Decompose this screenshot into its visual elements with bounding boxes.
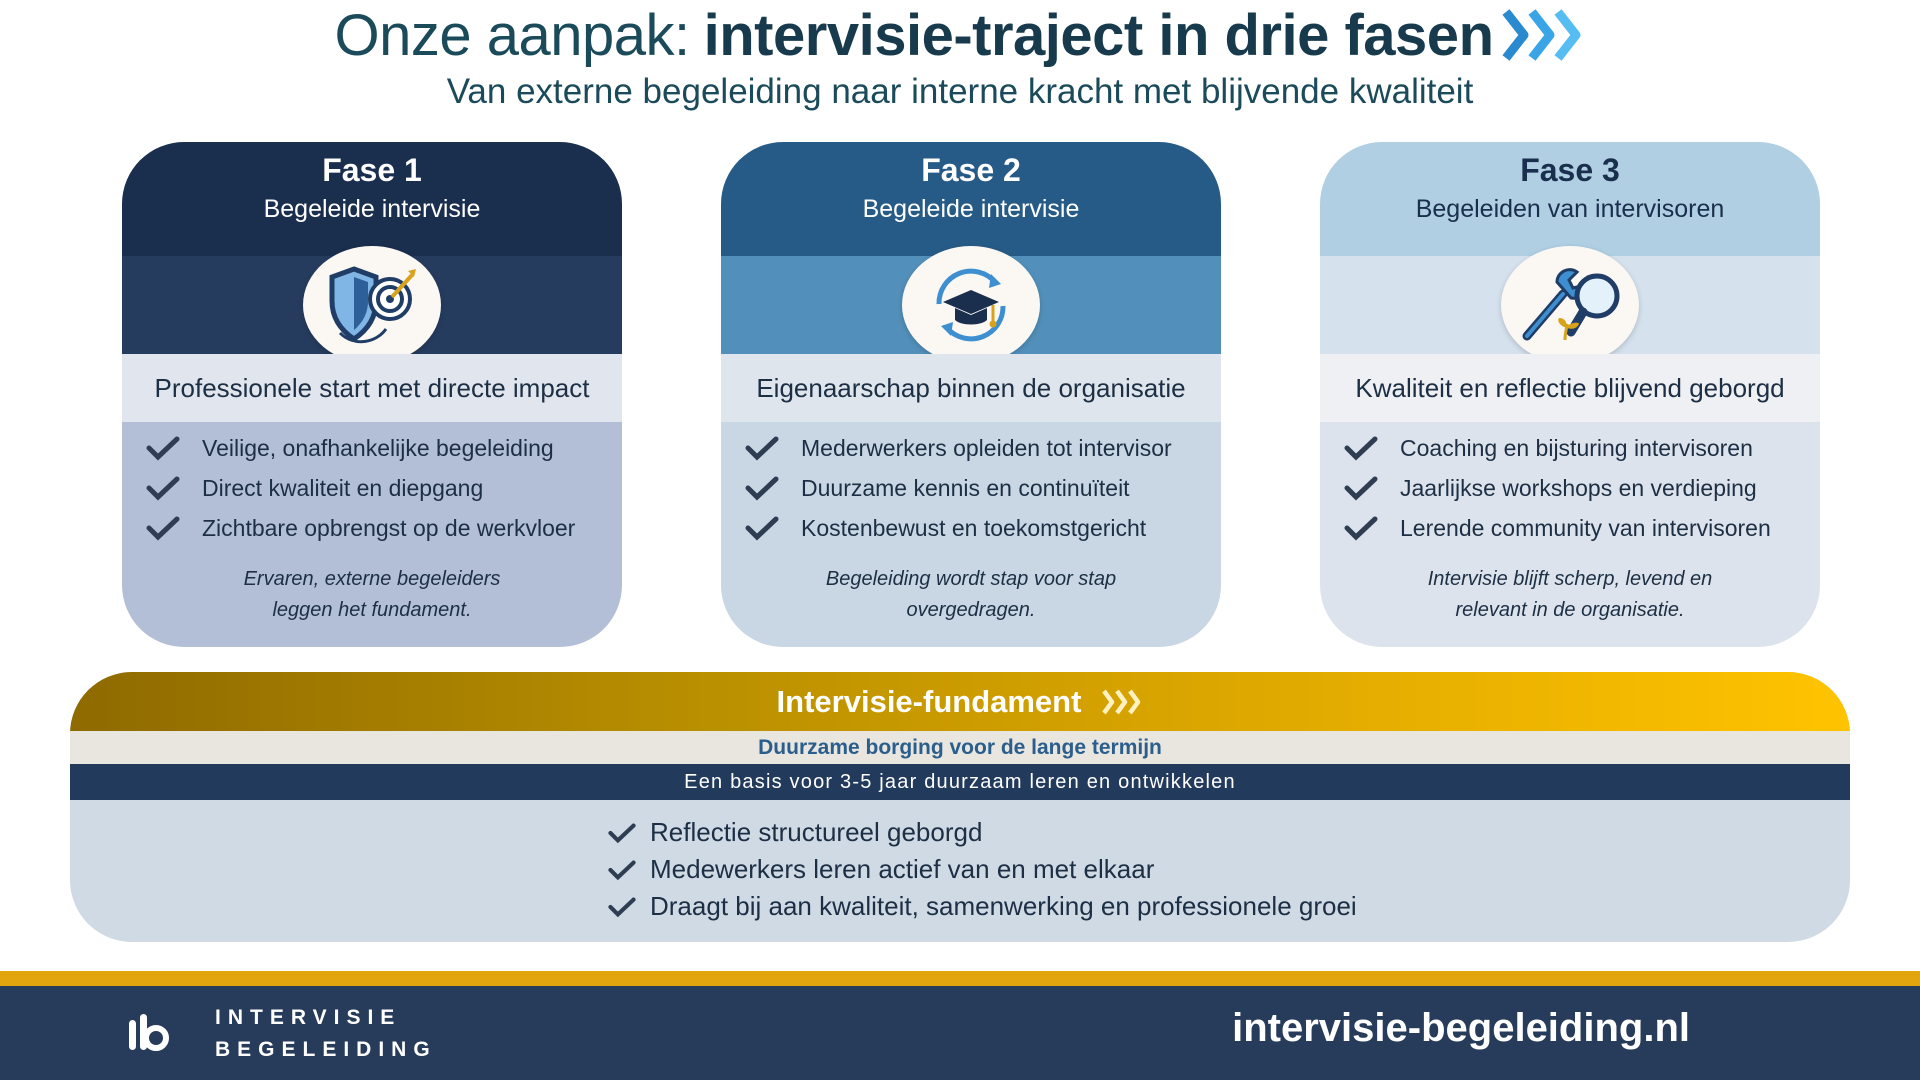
- phase-body: Coaching en bijsturing intervisoren Jaar…: [1320, 422, 1820, 647]
- checkmark-icon: [1344, 516, 1378, 541]
- checkmark-icon: [1344, 436, 1378, 461]
- phase-subtitle: Begeleiden van intervisoren: [1415, 195, 1725, 223]
- phase-card-1: Fase 1 Begeleide intervisie Professionel…: [122, 142, 622, 647]
- phase-header: Fase 3 Begeleiden van intervisoren: [1320, 142, 1820, 256]
- checkmark-icon: [1344, 476, 1378, 501]
- list-item-label: Duurzame kennis en continuïteit: [801, 474, 1130, 501]
- phase-tagline: Professionele start met directe impact: [122, 354, 622, 422]
- checkmark-icon: [146, 436, 180, 461]
- checkmark-icon: [608, 860, 636, 880]
- logo-line-2: BEGELEIDING: [215, 1038, 437, 1061]
- phase-tagline: Eigenaarschap binnen de organisatie: [721, 354, 1221, 422]
- phase-tagline: Kwaliteit en reflectie blijvend geborgd: [1320, 354, 1820, 422]
- list-item: Direct kwaliteit en diepgang: [146, 468, 622, 508]
- phase-number: Fase 1: [322, 152, 422, 188]
- triple-chevron-icon: [1102, 689, 1141, 714]
- checkmark-icon: [745, 476, 779, 501]
- list-item-label: Mederwerkers opleiden tot intervisor: [801, 434, 1172, 461]
- title-bold: intervisie-traject in drie fasen: [703, 2, 1494, 68]
- list-item-label: Zichtbare opbrengst op de werkvloer: [202, 514, 576, 541]
- shield-target-icon: [303, 246, 441, 364]
- phase-number: Fase 2: [921, 152, 1021, 188]
- foundation-title: Intervisie-fundament: [776, 683, 1082, 719]
- list-item: Reflectie structureel geborgd: [608, 814, 1357, 851]
- list-item: Medewerkers leren actief van en met elka…: [608, 851, 1357, 888]
- phase-note-line: Ervaren, externe begeleiders: [243, 568, 501, 590]
- logo-line-1: INTERVISIE: [215, 1006, 402, 1029]
- phase-card-2: Fase 2 Begeleide intervisie Eigenaarscha…: [721, 142, 1221, 647]
- foundation-subtitle: Duurzame borging voor de lange termijn: [70, 731, 1850, 764]
- phase-header: Fase 1 Begeleide intervisie: [122, 142, 622, 256]
- checkmark-icon: [608, 823, 636, 843]
- phase-header: Fase 2 Begeleide intervisie: [721, 142, 1221, 256]
- list-item-label: Kostenbewust en toekomstgericht: [801, 514, 1147, 541]
- phase-subtitle: Begeleide intervisie: [862, 195, 1080, 223]
- footer: INTERVISIE BEGELEIDING intervisie-begele…: [0, 986, 1920, 1080]
- phase-number: Fase 3: [1520, 152, 1620, 188]
- phase-card-3: Fase 3 Begeleiden van intervisoren Kwali…: [1320, 142, 1820, 647]
- phase-note-line: relevant in de organisatie.: [1455, 599, 1685, 621]
- page-title: Onze aanpak: intervisie-traject in drie …: [0, 2, 1920, 68]
- website-link[interactable]: intervisie-begeleiding.nl: [1232, 1006, 1690, 1050]
- list-item: Veilige, onafhankelijke begeleiding: [146, 428, 622, 468]
- list-item-label: Coaching en bijsturing intervisoren: [1400, 434, 1753, 461]
- foundation-panel: Intervisie-fundament Duurzame borging vo…: [70, 672, 1850, 942]
- phase-note: Intervisie blijft scherp, levend en rele…: [1360, 564, 1780, 626]
- list-item: Zichtbare opbrengst op de werkvloer: [146, 508, 622, 548]
- phase-note-line: Begeleiding wordt stap voor stap: [825, 568, 1117, 590]
- checkmark-icon: [745, 436, 779, 461]
- phase-note: Begeleiding wordt stap voor stap overged…: [761, 564, 1181, 626]
- list-item-label: Direct kwaliteit en diepgang: [202, 474, 484, 501]
- phase-body: Mederwerkers opleiden tot intervisor Duu…: [721, 422, 1221, 647]
- page-subtitle: Van externe begeleiding naar interne kra…: [446, 72, 1474, 111]
- checkmark-icon: [745, 516, 779, 541]
- phase-note: Ervaren, externe begeleiders leggen het …: [162, 564, 582, 626]
- list-item-label: Draagt bij aan kwaliteit, samenwerking e…: [650, 891, 1357, 921]
- footer-accent-stripe: [0, 971, 1920, 986]
- list-item-label: Veilige, onafhankelijke begeleiding: [202, 434, 554, 461]
- list-item: Lerende community van intervisoren: [1344, 508, 1820, 548]
- foundation-header: Intervisie-fundament: [70, 672, 1850, 731]
- phase-note-line: overgedragen.: [906, 599, 1036, 621]
- phase-body: Veilige, onafhankelijke begeleiding Dire…: [122, 422, 622, 647]
- phase-subtitle: Begeleide intervisie: [263, 195, 481, 223]
- title-regular: Onze aanpak:: [334, 2, 691, 68]
- list-item: Duurzame kennis en continuïteit: [745, 468, 1221, 508]
- list-item: Mederwerkers opleiden tot intervisor: [745, 428, 1221, 468]
- list-item: Jaarlijkse workshops en verdieping: [1344, 468, 1820, 508]
- list-item: Coaching en bijsturing intervisoren: [1344, 428, 1820, 468]
- checkmark-icon: [146, 516, 180, 541]
- checkmark-icon: [608, 897, 636, 917]
- graduation-cap-cycle-icon: [902, 246, 1040, 364]
- list-item-label: Lerende community van intervisoren: [1400, 514, 1771, 541]
- list-item-label: Jaarlijkse workshops en verdieping: [1400, 474, 1757, 501]
- brand-logo-icon: [129, 1014, 169, 1051]
- list-item-label: Medewerkers leren actief van en met elka…: [650, 854, 1155, 884]
- phase-note-line: leggen het fundament.: [272, 599, 472, 621]
- phase-note-line: Intervisie blijft scherp, levend en: [1427, 568, 1713, 590]
- checkmark-icon: [146, 476, 180, 501]
- brand-logo-text: INTERVISIE BEGELEIDING: [215, 1002, 437, 1066]
- wrench-magnifier-icon: [1501, 246, 1639, 364]
- foundation-list: Reflectie structureel geborgd Medewerker…: [608, 814, 1357, 925]
- list-item: Kostenbewust en toekomstgericht: [745, 508, 1221, 548]
- triple-chevron-icon: [1501, 9, 1580, 61]
- foundation-bar: Een basis voor 3-5 jaar duurzaam leren e…: [70, 764, 1850, 800]
- list-item-label: Reflectie structureel geborgd: [650, 817, 983, 847]
- list-item: Draagt bij aan kwaliteit, samenwerking e…: [608, 888, 1357, 925]
